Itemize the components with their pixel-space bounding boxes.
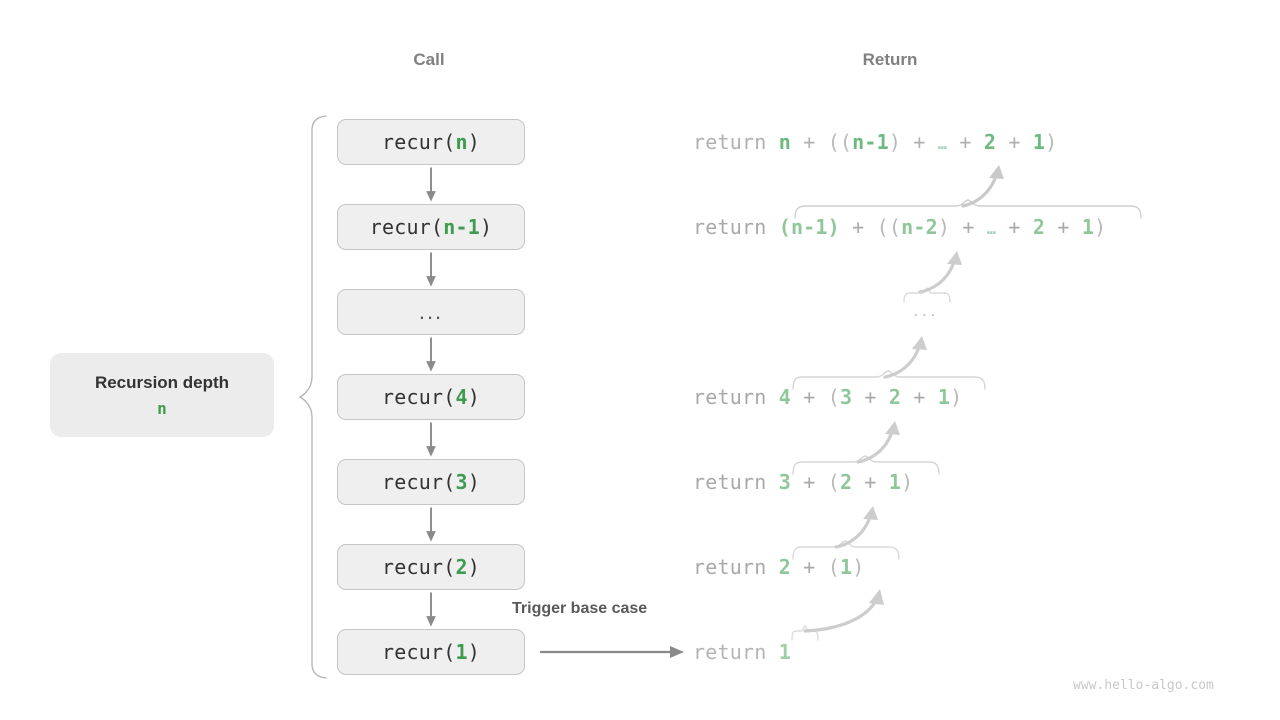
call-box-recur-n-1: recur(n-1) xyxy=(337,204,525,250)
return-curved-arrow-icon xyxy=(834,506,878,549)
return-row-1: return 1 xyxy=(693,640,791,664)
return-keyword: return xyxy=(693,385,767,409)
return-underbrace-icon xyxy=(903,287,951,303)
call-box-recur-3: recur(3) xyxy=(337,459,525,505)
call-box-label: recur(n-1) xyxy=(369,215,493,239)
return-curved-arrow-icon xyxy=(803,589,884,633)
return-keyword: return xyxy=(693,640,767,664)
call-down-arrow-icon xyxy=(426,422,436,457)
call-box-label: recur(3) xyxy=(382,470,480,494)
call-down-arrow-icon xyxy=(426,252,436,287)
return-curved-arrow-icon xyxy=(918,251,962,294)
recursion-depth-title: Recursion depth xyxy=(94,372,230,392)
call-box-label: recur(n) xyxy=(382,130,480,154)
trigger-base-case-arrow-icon xyxy=(540,646,684,658)
return-row-4: return 4 + (3 + 2 + 1) xyxy=(693,385,963,409)
column-heading-return: Return xyxy=(862,50,918,69)
return-row-n-1: return (n-1) + ((n-2) + … + 2 + 1) xyxy=(693,215,1107,239)
call-down-arrow-icon xyxy=(426,167,436,202)
return-underbrace-icon xyxy=(792,540,900,560)
recursion-depth-chip: Recursion depth n xyxy=(50,353,274,437)
call-box-label: ... xyxy=(418,299,444,324)
return-underbrace-icon xyxy=(792,370,986,390)
return-curved-arrow-icon xyxy=(883,336,927,379)
call-box-recur-4: recur(4) xyxy=(337,374,525,420)
return-keyword: return xyxy=(693,555,767,579)
return-row-2: return 2 + (1) xyxy=(693,555,865,579)
return-keyword: return xyxy=(693,130,767,154)
call-box-label: recur(2) xyxy=(382,555,480,579)
return-row-3: return 3 + (2 + 1) xyxy=(693,470,914,494)
call-box-label: recur(4) xyxy=(382,385,480,409)
column-heading-call: Call xyxy=(413,50,445,69)
recursion-depth-value: n xyxy=(157,398,167,418)
return-curved-arrow-icon xyxy=(856,421,900,464)
return-keyword: return xyxy=(693,215,767,239)
recursion-depth-brace-icon xyxy=(298,115,327,679)
call-box-label: recur(1) xyxy=(382,640,480,664)
call-box-recur-1: recur(1) xyxy=(337,629,525,675)
call-box-recur-n: recur(n) xyxy=(337,119,525,165)
return-curved-arrow-icon xyxy=(961,165,1004,208)
call-box-ellipsis: ... xyxy=(337,289,525,335)
return-row-n: return n + ((n-1) + … + 2 + 1) xyxy=(693,130,1058,154)
return-keyword: return xyxy=(693,470,767,494)
return-row-ellipsis: ... xyxy=(913,299,939,321)
return-underbrace-icon xyxy=(794,199,1142,219)
call-down-arrow-icon xyxy=(426,337,436,372)
watermark: www.hello-algo.com xyxy=(1073,678,1214,693)
call-box-recur-2: recur(2) xyxy=(337,544,525,590)
call-down-arrow-icon xyxy=(426,592,436,627)
trigger-base-case-label: Trigger base case xyxy=(512,600,648,617)
call-down-arrow-icon xyxy=(426,507,436,542)
return-underbrace-icon xyxy=(792,455,940,475)
